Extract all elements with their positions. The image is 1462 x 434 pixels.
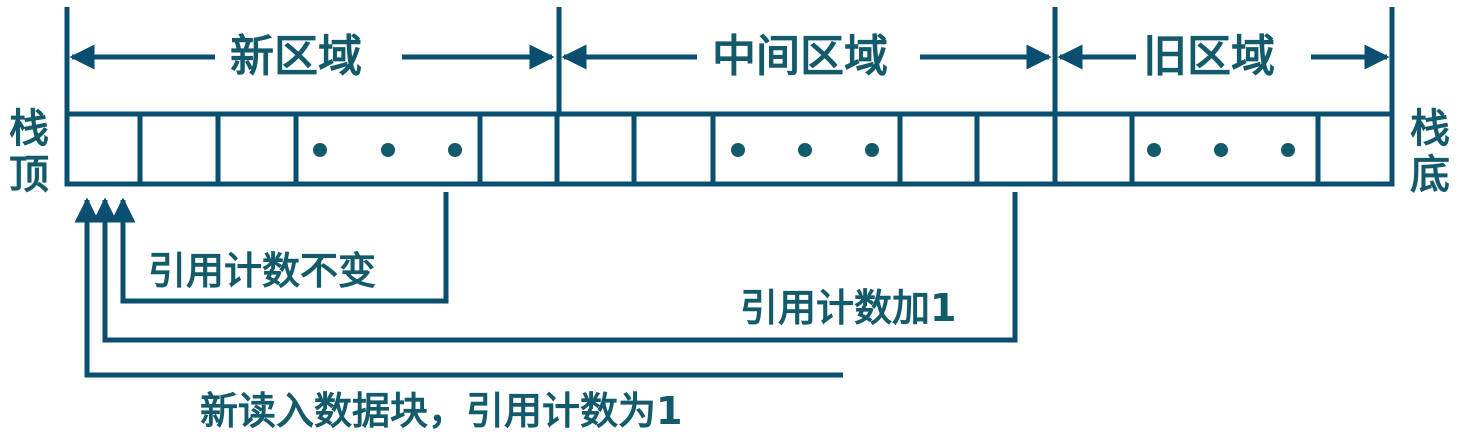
region-old-label: 旧区域 <box>1143 31 1275 82</box>
region-new-label: 新区域 <box>230 31 362 82</box>
stack-top-label: 栈顶 <box>9 106 49 198</box>
note-plus-one: 引用计数加1 <box>740 286 957 330</box>
stack-bottom-label: 栈底 <box>1410 106 1450 198</box>
arrow-plus-one <box>92 192 1018 343</box>
arrow-unchanged <box>110 192 449 304</box>
ellipsis-dots <box>313 143 1295 157</box>
arrow-new-block <box>74 197 843 378</box>
region-middle-label: 中间区域 <box>712 31 888 82</box>
note-new-block: 新读入数据块，引用计数为1 <box>200 389 683 433</box>
note-unchanged: 引用计数不变 <box>148 249 377 293</box>
stack-row <box>64 111 1395 187</box>
